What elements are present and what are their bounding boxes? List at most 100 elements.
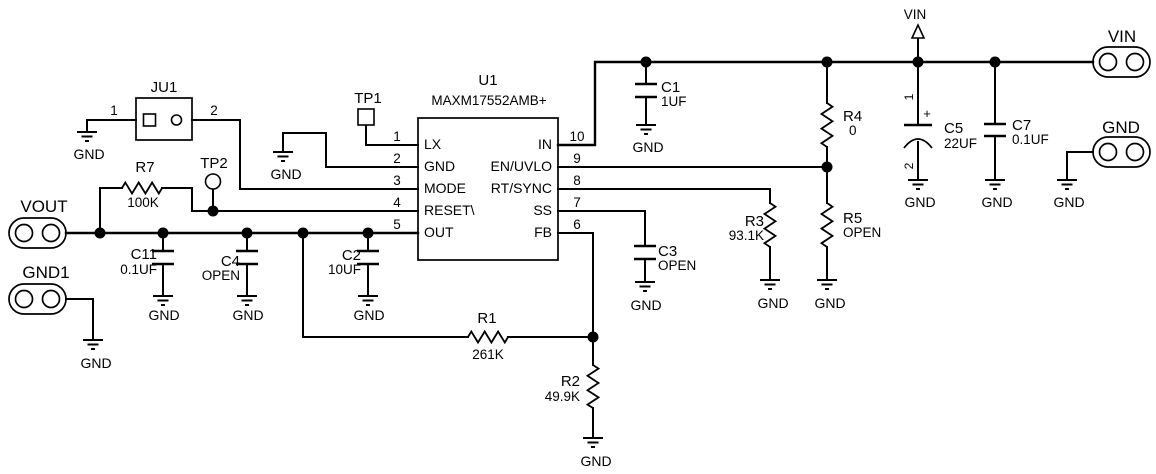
wire-ss-net <box>557 210 646 247</box>
vin-net-label: VIN <box>904 7 927 22</box>
component-r3: R3 93.1K <box>729 202 778 248</box>
pin-name-in: IN <box>538 136 552 152</box>
component-r4: R4 0 <box>819 102 862 148</box>
vout-pin-a <box>14 223 34 243</box>
gnd-pin-b <box>1125 142 1145 162</box>
c7-ref: C7 <box>1012 117 1031 134</box>
r5-value: OPEN <box>843 225 881 240</box>
c1-ref: C1 <box>661 79 680 96</box>
gnd-label: GND <box>981 194 1012 210</box>
junction-dot <box>297 227 309 239</box>
pin-number-8: 8 <box>573 173 581 188</box>
connector-gnd: GND <box>1092 118 1151 168</box>
pin-number-3: 3 <box>393 173 401 188</box>
ju1-pad-square <box>142 113 157 127</box>
gnd-conn-label: GND <box>1102 118 1140 137</box>
ju1-pin1-number: 1 <box>110 103 118 118</box>
gnd-label: GND <box>73 146 104 162</box>
vout-label: VOUT <box>20 197 67 216</box>
pin-number-10: 10 <box>569 129 584 144</box>
r1-zigzag <box>467 329 509 345</box>
component-c11: C11 0.1UF <box>120 232 174 297</box>
pin-name-gnd: GND <box>424 158 455 174</box>
c11-value: 0.1UF <box>120 262 157 277</box>
c11-ref: C11 <box>131 246 157 263</box>
u1-body <box>417 117 559 261</box>
c1-value: 1UF <box>661 94 687 109</box>
pin-name-en-uvlo: EN/UVLO <box>491 158 553 174</box>
gnd-label: GND <box>814 295 845 311</box>
c2-plates <box>357 249 379 266</box>
component-ju1: JU1 1 2 <box>110 79 218 141</box>
c4-plates <box>236 249 258 266</box>
tp1-ref: TP1 <box>354 90 382 107</box>
junction-dot <box>207 205 219 217</box>
r3-ref: R3 <box>745 213 764 230</box>
c3-plates <box>634 244 656 261</box>
junction-dot <box>587 331 599 343</box>
r7-value: 100K <box>127 195 159 210</box>
pin-number-5: 5 <box>393 217 401 232</box>
r2-ref: R2 <box>561 373 580 390</box>
tp2-pad <box>204 173 222 190</box>
r4-value: 0 <box>849 123 857 138</box>
gnd-label: GND <box>270 166 301 182</box>
pin-name-mode: MODE <box>424 180 466 196</box>
ju1-body <box>135 97 193 141</box>
r4-zigzag <box>819 102 835 148</box>
r2-value: 49.9K <box>545 389 580 404</box>
junction-dot <box>821 56 833 68</box>
c5-pin1-number: 1 <box>902 93 916 100</box>
component-c4: C4 OPEN <box>202 232 258 297</box>
r3-zigzag <box>762 202 778 248</box>
r2-zigzag <box>585 364 601 409</box>
gnd-label: GND <box>904 194 935 210</box>
r7-zigzag <box>121 180 163 196</box>
ju1-pad-round <box>170 114 183 126</box>
pin-name-rt-sync: RT/SYNC <box>491 180 552 196</box>
gnd1-label: GND1 <box>22 263 69 282</box>
wire-gndconn-lead <box>1066 151 1094 181</box>
component-u1: U1 MAXM17552AMB+ LX GND MODE RESET\ OUT … <box>393 72 585 261</box>
wire-ju1-gnd <box>86 119 137 133</box>
component-tp2: TP2 <box>200 155 228 190</box>
pin-number-2: 2 <box>393 151 401 166</box>
wire-ju1-mode <box>191 119 419 190</box>
component-r5: R5 OPEN <box>819 202 881 248</box>
c7-value: 0.1UF <box>1012 132 1049 147</box>
connector-gnd1: GND1 <box>8 263 70 315</box>
vout-pin-b <box>41 223 61 243</box>
c5-value: 22UF <box>944 136 977 151</box>
component-c7: C7 0.1UF <box>984 61 1049 181</box>
component-r7: R7 100K <box>121 159 163 210</box>
r3-value: 93.1K <box>729 228 764 243</box>
c5-pin2-number: 2 <box>902 162 916 169</box>
component-r2: R2 49.9K <box>545 364 601 409</box>
wire-gnd1-lead <box>65 298 94 341</box>
r5-zigzag <box>819 202 835 248</box>
wire-r7-left <box>99 187 123 234</box>
c2-ref: C2 <box>342 247 361 264</box>
r1-ref: R1 <box>477 310 496 327</box>
c2-value: 10UF <box>328 262 361 277</box>
component-r1: R1 261K <box>467 310 509 362</box>
c3-ref: C3 <box>658 243 677 260</box>
vin-power-flag: VIN <box>904 7 927 39</box>
vin-pin-a <box>1098 52 1118 72</box>
pin-name-out: OUT <box>424 224 454 240</box>
c1-plates <box>635 82 657 99</box>
gnd-connector-body <box>1092 136 1151 168</box>
component-c1: C1 1UF <box>635 61 687 126</box>
c11-plates <box>152 249 174 266</box>
component-tp1: TP1 <box>354 90 382 126</box>
pin-name-fb: FB <box>534 224 552 240</box>
tp2-ref: TP2 <box>200 155 228 172</box>
component-c2: C2 10UF <box>328 232 379 297</box>
vout-connector-body <box>8 217 67 249</box>
r1-value: 261K <box>472 347 504 362</box>
gnd1-pin-b <box>41 289 61 309</box>
vin-label: VIN <box>1108 27 1136 46</box>
